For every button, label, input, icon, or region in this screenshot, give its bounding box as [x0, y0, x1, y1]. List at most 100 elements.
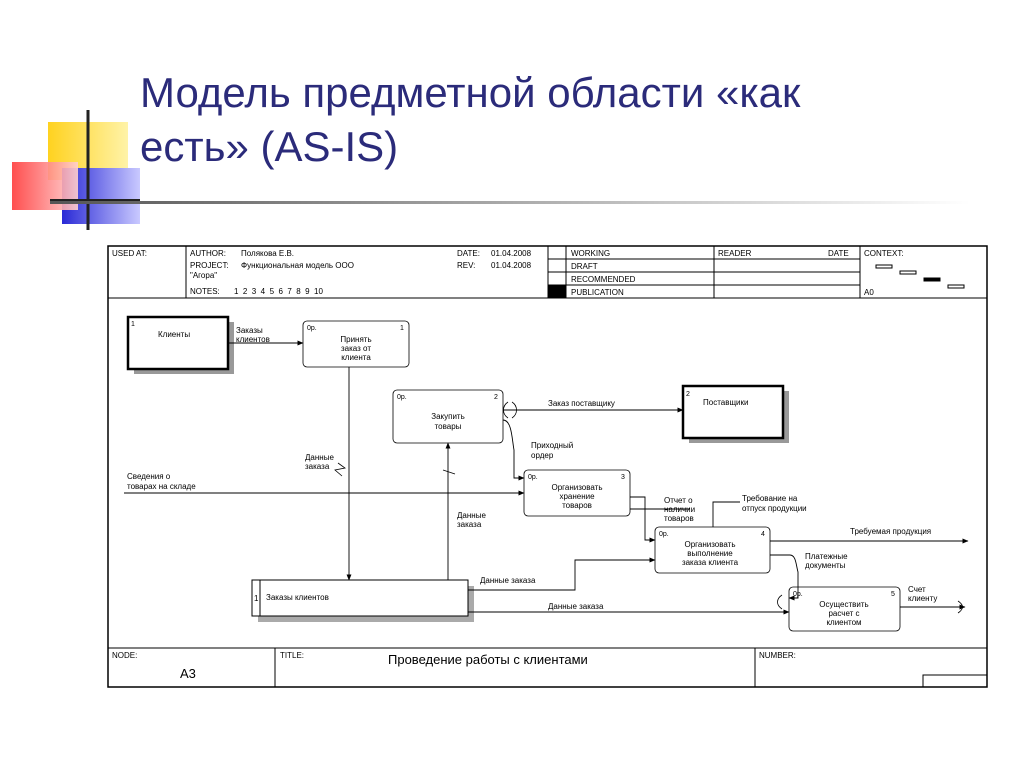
label-incoming-order-2: ордер — [531, 451, 554, 460]
label-warehouse-info-2: товарах на складе — [127, 482, 196, 491]
label-client-orders-2: клиентов — [236, 335, 270, 344]
status-working: WORKING — [571, 249, 610, 258]
label-payment-docs-2: документы — [805, 561, 846, 570]
slide-title: Модель предметной области «как есть» (AS… — [140, 66, 1000, 174]
date-label: DATE: — [457, 249, 480, 258]
process-5-line-2: расчет с — [828, 609, 859, 618]
process-4-line-2: выполнение — [687, 549, 733, 558]
status-draft: DRAFT — [571, 262, 598, 271]
process-4-line-1: Организовать — [684, 540, 735, 549]
process-1-line-1: Принять — [340, 335, 371, 344]
process-1-line-2: заказ от — [341, 344, 371, 353]
process-5-line-1: Осуществить — [819, 600, 868, 609]
project-value-2: "Агора" — [190, 271, 217, 280]
process-3-line-2: хранение — [559, 492, 595, 501]
node-label: NODE: — [112, 651, 137, 660]
arrow-incoming-order — [502, 419, 525, 481]
entity-suppliers-label: Поставщики — [703, 398, 749, 407]
reader-date-label: DATE — [828, 249, 849, 258]
process-1: 0р. 1 Принять заказ от клиента — [302, 320, 410, 368]
used-at-label: USED AT: — [112, 249, 147, 258]
arrow-goods-report — [630, 496, 656, 543]
label-invoice-2: клиенту — [908, 594, 937, 603]
context-thumbnail — [875, 264, 965, 289]
process-2-line-1: Закупить — [431, 412, 465, 421]
title-label: TITLE: — [280, 651, 304, 660]
tunnel-marks — [334, 401, 963, 614]
number-label: NUMBER: — [759, 651, 796, 660]
store-num: 1 — [254, 594, 259, 603]
label-order-data-3: Данные заказа — [480, 576, 536, 585]
entity-suppliers: 2 Поставщики — [681, 384, 789, 443]
context-node: A0 — [864, 288, 874, 297]
label-warehouse-info-1: Сведения о — [127, 472, 171, 481]
process-3-line-3: товаров — [562, 501, 592, 510]
store-client-orders: 1 Заказы клиентов — [251, 579, 474, 622]
label-goods-report-2: наличии — [664, 505, 695, 514]
footer-block — [108, 647, 988, 688]
process-4-op: 0р. — [659, 531, 669, 538]
label-goods-report-1: Отчет о — [664, 496, 693, 505]
process-2: 0р. 2 Закупить товары — [392, 389, 504, 444]
process-4-num: 4 — [761, 531, 765, 538]
process-3-op: 0р. — [528, 474, 538, 481]
entity-clients-label: Клиенты — [158, 330, 190, 339]
label-order-data-1a: Данные — [305, 453, 334, 462]
arrow-order-data-3 — [468, 557, 656, 591]
status-publication: PUBLICATION — [571, 288, 624, 297]
label-incoming-order-1: Приходный — [531, 441, 573, 450]
process-3-num: 3 — [621, 474, 625, 481]
label-payment-docs-1: Платежные — [805, 552, 848, 561]
process-4-line-3: заказа клиента — [682, 558, 739, 567]
entity-clients: 1 Клиенты — [126, 315, 234, 374]
label-release-request-2: отпуск продукции — [742, 504, 807, 513]
entity-clients-num: 1 — [131, 321, 135, 328]
diagram-title: Проведение работы с клиентами — [388, 652, 588, 667]
label-invoice-1: Счет — [908, 585, 926, 594]
label-release-request-1: Требование на — [742, 494, 798, 503]
slide-title-line-2: есть» (AS-IS) — [140, 123, 399, 170]
process-2-line-2: товары — [435, 422, 462, 431]
process-2-op: 0р. — [397, 394, 407, 401]
author-value: Полякова Е.В. — [241, 249, 294, 258]
notes-label: NOTES: — [190, 287, 220, 296]
slide-title-line-1: Модель предметной области «как — [140, 69, 801, 116]
author-label: AUTHOR: — [190, 249, 226, 258]
process-1-op: 0р. — [307, 325, 317, 332]
project-value-1: Функциональная модель ООО — [241, 261, 354, 270]
label-goods-report-3: товаров — [664, 514, 694, 523]
process-5-line-3: клиентом — [826, 618, 861, 627]
notes-value: 1 2 3 4 5 6 7 8 9 10 — [234, 287, 324, 296]
process-5-num: 5 — [891, 591, 895, 598]
reader-label: READER — [718, 249, 752, 258]
context-label: CONTEXT: — [864, 249, 904, 258]
arrow-payment-docs — [770, 554, 799, 601]
label-supplier-order: Заказ поставщику — [548, 399, 615, 408]
title-underline — [50, 201, 970, 204]
label-order-data-2a: Данные — [457, 511, 486, 520]
process-3: 0р. 3 Организовать хранение товаров — [523, 469, 631, 517]
header-block — [108, 246, 987, 299]
rev-value: 01.04.2008 — [491, 261, 532, 270]
process-2-num: 2 — [494, 394, 498, 401]
process-1-line-3: клиента — [341, 353, 371, 362]
project-label: PROJECT: — [190, 261, 229, 270]
label-required-product: Требуемая продукция — [850, 527, 931, 536]
label-order-data-2b: заказа — [457, 520, 482, 529]
status-recommended: RECOMMENDED — [571, 275, 636, 284]
store-label: Заказы клиентов — [266, 593, 329, 602]
process-3-line-1: Организовать — [551, 483, 602, 492]
process-1-num: 1 — [400, 325, 404, 332]
node-value: A3 — [180, 666, 196, 681]
arrow-release-request — [712, 501, 740, 527]
process-5: 0р. 5 Осуществить расчет с клиентом — [788, 586, 901, 632]
date-value: 01.04.2008 — [491, 249, 532, 258]
label-client-orders-1: Заказы — [236, 326, 263, 335]
slide-decoration — [12, 110, 140, 230]
label-order-data-4: Данные заказа — [548, 602, 604, 611]
publication-marker — [548, 285, 566, 298]
label-order-data-1b: заказа — [305, 462, 330, 471]
process-4: 0р. 4 Организовать выполнение заказа кли… — [654, 526, 771, 574]
rev-label: REV: — [457, 261, 475, 270]
